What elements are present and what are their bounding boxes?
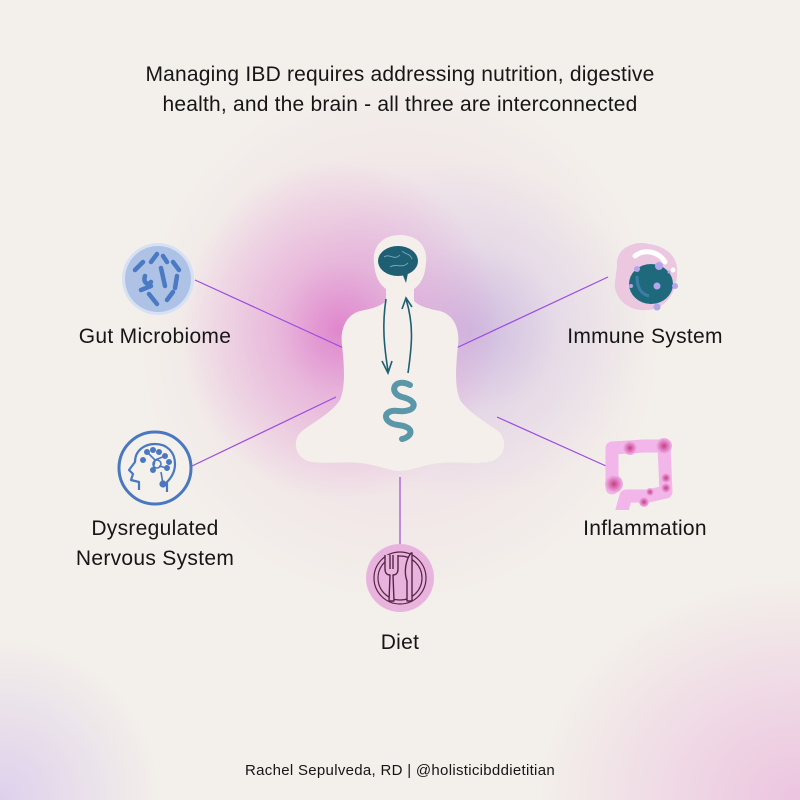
gut-brain-axis-arrows-icon	[381, 296, 413, 376]
connector-immune-system	[451, 276, 609, 351]
inflammation-label: Inflammation	[583, 517, 707, 540]
headline-line-1: Managing IBD requires addressing nutriti…	[145, 63, 655, 86]
brain-icon	[378, 246, 418, 283]
connector-nervous-system	[191, 396, 337, 467]
connector-inflammation	[496, 416, 607, 467]
nervous-system-label-line-1: Dysregulated	[91, 517, 219, 540]
immune-cell-icon	[614, 242, 678, 311]
bacteria-icon	[122, 243, 194, 315]
connector-gut-microbiome	[194, 279, 349, 351]
nervous-system-label: Dysregulated Nervous System	[40, 514, 270, 574]
intestine-icon	[383, 379, 417, 442]
headline: Managing IBD requires addressing nutriti…	[0, 60, 800, 120]
inflamed-colon-icon	[605, 438, 673, 510]
gut-microbiome-label: Gut Microbiome	[78, 325, 232, 348]
immune-system-label: Immune System	[567, 325, 723, 348]
headline-line-2: health, and the brain - all three are in…	[162, 93, 638, 116]
attribution-footer: Rachel Sepulveda, RD | @holisticibddieti…	[245, 762, 555, 779]
plate-fork-knife-icon	[366, 544, 434, 612]
diet-label: Diet	[380, 631, 420, 654]
meditating-person-silhouette	[295, 235, 505, 471]
head-network-icon	[117, 430, 193, 506]
nervous-system-label-line-2: Nervous System	[75, 547, 235, 570]
